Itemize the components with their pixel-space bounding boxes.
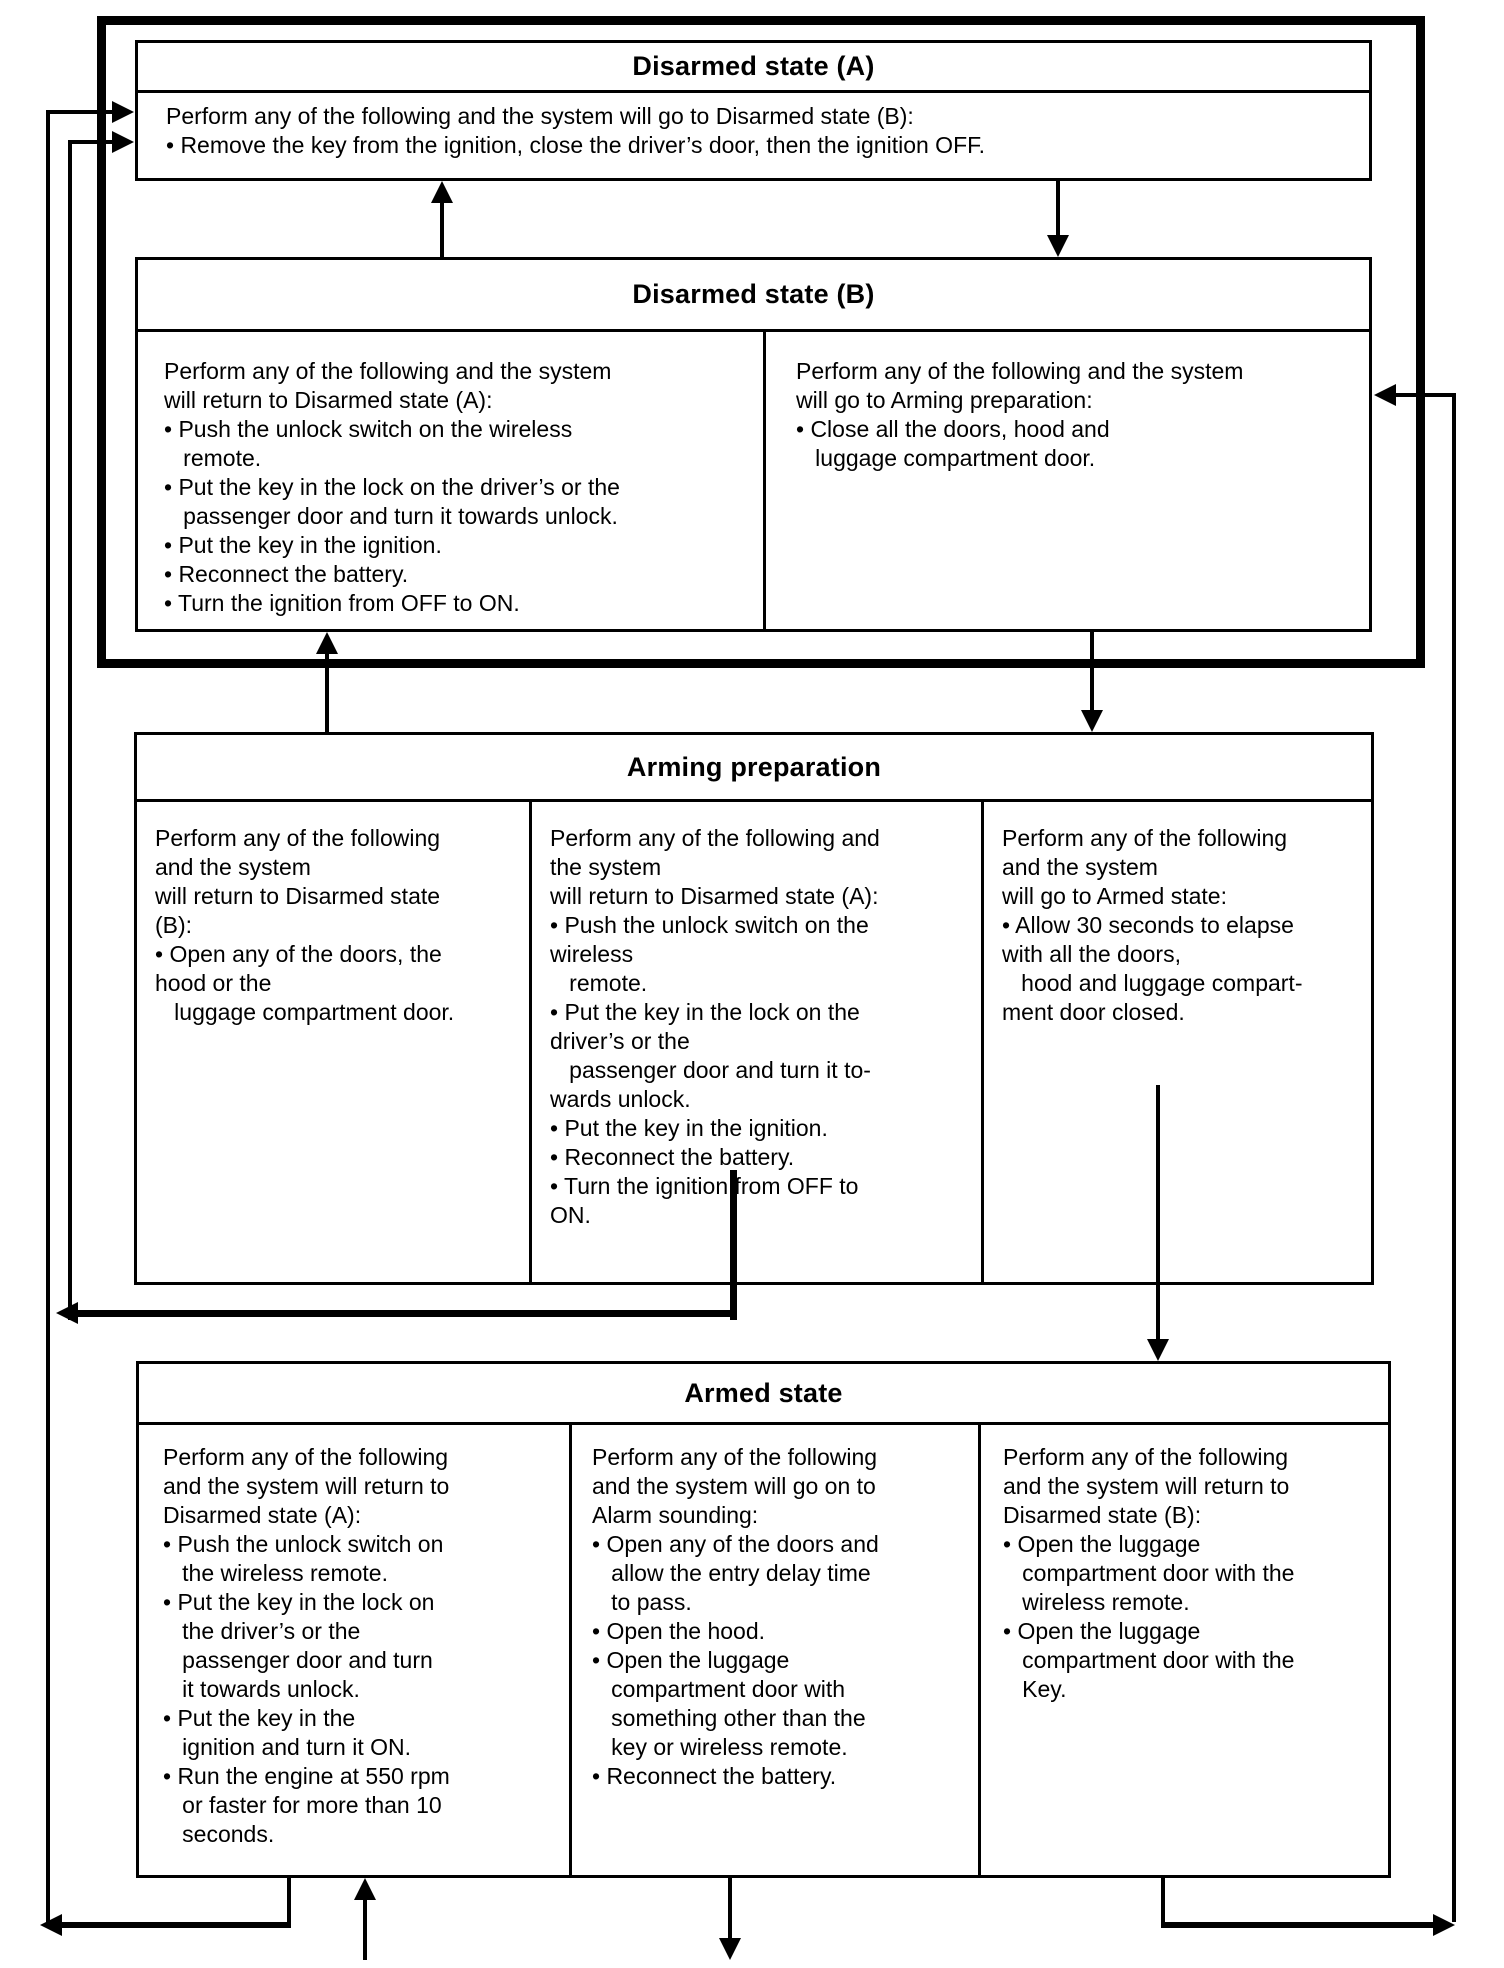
arming-preparation-title: Arming preparation [137,735,1371,802]
path-arming-entry-head [112,131,134,153]
disarmed-state-a-title: Disarmed state (A) [138,43,1369,93]
arrow-b-to-a-line [440,203,444,257]
box-disarmed-state-a: Disarmed state (A) Perform any of the fo… [135,40,1372,181]
armed-col-to-alarm-text: Perform any of the following and the sys… [592,1444,879,1789]
armed-state-title: Armed state [139,1364,1388,1425]
arrow-b-to-a-head [431,181,453,203]
arming-col-return-to-b: Perform any of the following and the sys… [137,802,529,1285]
armed-col-return-to-b-text: Perform any of the following and the sys… [1003,1444,1295,1702]
path-arming-return-horizontal [78,1310,737,1317]
path-armed-return-b-vertical [1161,1878,1165,1928]
path-arming-return-vertical [730,1170,737,1320]
path-armed-return-b-riser [1452,393,1456,1922]
arming-col-return-to-b-text: Perform any of the following and the sys… [155,825,455,1025]
box-arming-preparation: Arming preparation Perform any of the fo… [134,732,1374,1285]
armed-col-return-to-a: Perform any of the following and the sys… [139,1425,569,1878]
arming-col-to-armed-text: Perform any of the following and the sys… [1002,825,1303,1025]
path-armed-return-a-vertical [287,1878,291,1928]
path-arming-return-corner-head [56,1302,78,1324]
arrow-arming-to-armed-head [1147,1339,1169,1361]
disarmed-b-col-return-to-a: Perform any of the following and the sys… [138,332,763,632]
disarmed-b-col-to-arming: Perform any of the following and the sys… [763,332,1369,632]
disarmed-state-a-body: Perform any of the following and the sys… [166,103,986,158]
armed-col-return-to-b: Perform any of the following and the sys… [978,1425,1388,1878]
path-armed-entry-line [48,110,113,114]
arming-col-return-to-a: Perform any of the following and the sys… [529,802,981,1285]
arrow-armed-to-alarm-line [728,1878,732,1938]
path-armed-return-a-corner-head [40,1914,62,1936]
path-armed-return-b-entry-head [1374,384,1396,406]
disarmed-state-b-title: Disarmed state (B) [138,260,1369,332]
disarmed-b-col-return-to-a-text: Perform any of the following and the sys… [164,358,620,616]
path-armed-entry-head [112,101,134,123]
arrow-a-to-b-head [1047,235,1069,257]
box-armed-state: Armed state Perform any of the following… [136,1361,1391,1878]
path-armed-return-b-horizontal [1163,1922,1433,1928]
path-armed-return-b-entry-line [1396,393,1454,397]
arming-col-return-to-a-text: Perform any of the following and the sys… [550,825,880,1228]
arrow-alarm-to-armed-head [354,1878,376,1900]
path-armed-return-a-horizontal [62,1922,291,1928]
armed-col-return-to-a-text: Perform any of the following and the sys… [163,1444,450,1847]
arrow-arming-to-b-line [325,654,329,732]
arrow-alarm-to-armed-line [363,1898,367,1960]
path-armed-return-b-corner-head [1433,1914,1455,1936]
path-arming-return-riser [68,140,72,1320]
box-disarmed-state-b: Disarmed state (B) Perform any of the fo… [135,257,1372,632]
armed-col-to-alarm: Perform any of the following and the sys… [569,1425,978,1878]
arrow-arming-to-b-head [316,632,338,654]
arrow-b-to-arming-line [1090,632,1094,710]
path-armed-return-a-riser [46,110,50,1925]
path-arming-entry-line [70,140,114,144]
arming-col-to-armed: Perform any of the following and the sys… [981,802,1371,1285]
arrow-a-to-b-line [1056,181,1060,235]
disarmed-group-frame [97,16,1425,668]
disarmed-b-col-to-arming-text: Perform any of the following and the sys… [796,358,1244,471]
arrow-b-to-arming-head [1081,710,1103,732]
arrow-arming-to-armed-line [1156,1085,1160,1339]
arrow-armed-to-alarm-head [719,1938,741,1960]
